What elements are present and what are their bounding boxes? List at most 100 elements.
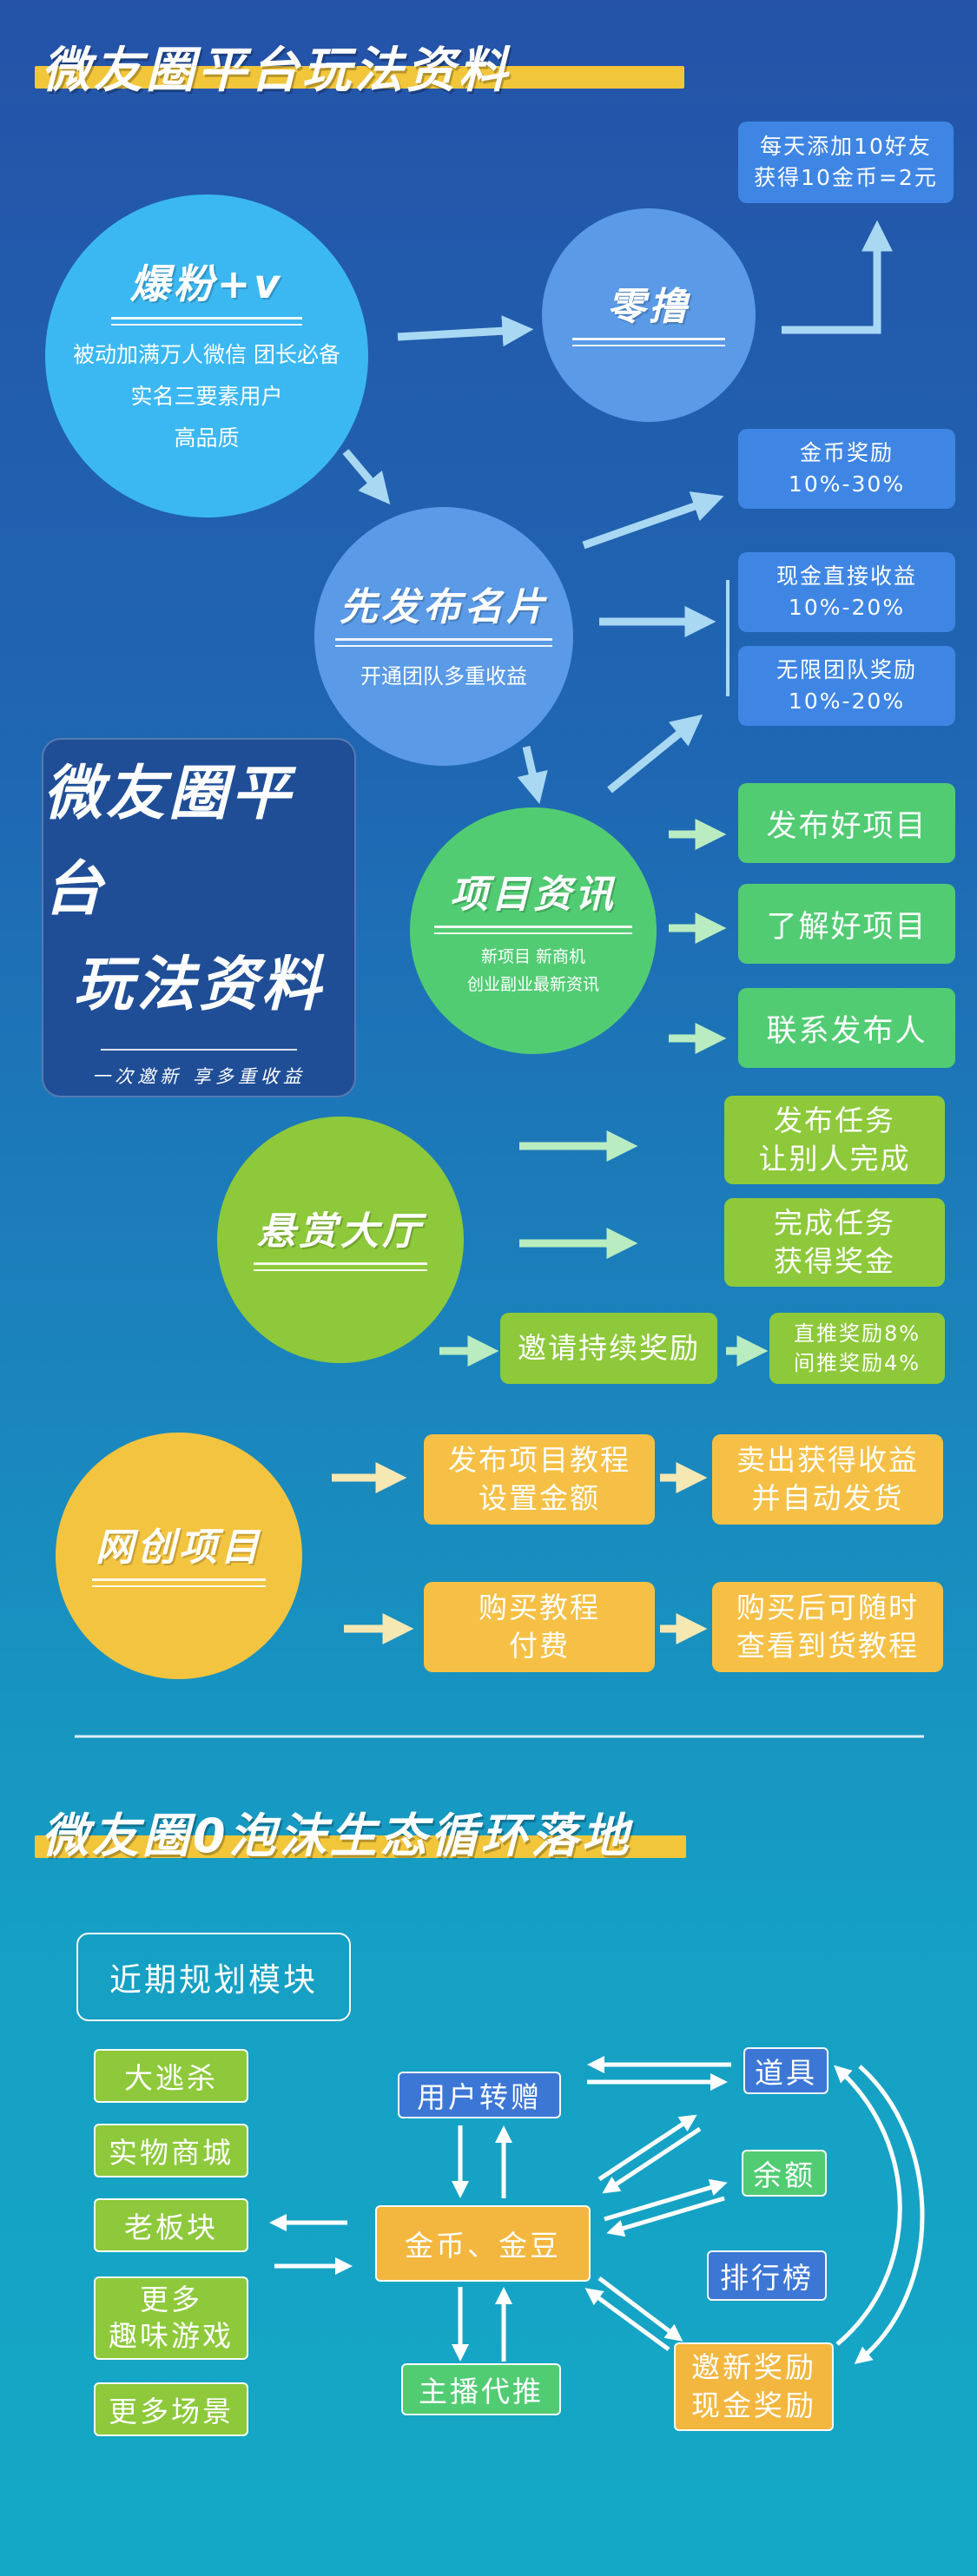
card-circle: 先发布名片 开通团队多重收益 — [314, 507, 573, 766]
eco-title: 微友圈0泡沫生态循环落地 — [42, 1808, 632, 1863]
news-line1: 新项目 新商机 — [480, 947, 586, 966]
module3-box: 老板块 — [94, 2198, 248, 2252]
zero-title: 零撸 — [607, 285, 690, 329]
reward-task2-box: 完成任务 获得奖金 — [724, 1198, 945, 1287]
eco-title-underline — [35, 1835, 686, 1858]
module4-box: 更多 趣味游戏 — [94, 2276, 248, 2360]
zero-reward-line2: 获得10金币=2元 — [754, 165, 938, 190]
module4-line2: 趣味游戏 — [109, 2319, 234, 2353]
web-d-line1: 购买后可随时 — [736, 1591, 919, 1624]
left-card-title-line2: 玩法资料 — [73, 951, 324, 1019]
reward-task2-line2: 获得奖金 — [774, 1244, 895, 1278]
module2-box: 实物商城 — [94, 2124, 248, 2177]
web-a-box: 发布项目教程 设置金额 — [424, 1434, 655, 1525]
card-title: 先发布名片 — [340, 585, 548, 629]
left-card-subtitle: 一次邀新 享多重收益 — [92, 1066, 306, 1087]
left-card-divider — [101, 1049, 297, 1051]
arrow-props-to-coins — [602, 2126, 702, 2194]
reward-invite-box: 邀请持续奖励 — [500, 1313, 717, 1384]
arrow-news-to-team — [607, 714, 703, 794]
reward-task1-line2: 让别人完成 — [758, 1142, 911, 1176]
invite-line1: 邀新奖励 — [691, 2350, 816, 2384]
left-title-card: 微友圈平台 玩法资料 一次邀新 享多重收益 — [42, 738, 356, 1097]
left-card-title-line1: 微友圈平台 — [43, 760, 294, 924]
reward-task1-box: 发布任务 让别人完成 — [724, 1096, 945, 1184]
news-line2: 创业副业最新资讯 — [466, 975, 599, 994]
ranking-box: 排行榜 — [707, 2250, 827, 2301]
props-box: 道具 — [743, 2047, 828, 2094]
web-c-line1: 购买教程 — [479, 1591, 600, 1624]
arrow-invite-to-coins — [584, 2288, 670, 2352]
transfer-box: 用户转赠 — [398, 2072, 561, 2118]
news-item2-box: 了解好项目 — [738, 884, 955, 964]
invite-box: 邀新奖励 现金奖励 — [674, 2342, 834, 2431]
reward-circle: 悬赏大厅 — [217, 1117, 464, 1363]
news-item1-box: 发布好项目 — [738, 783, 955, 863]
plan-box: 近期规划模块 — [76, 1933, 351, 2021]
arrow-card-to-gold — [582, 491, 724, 550]
module4-line1: 更多 — [140, 2283, 202, 2316]
zero-title-underline — [572, 338, 725, 346]
fans-circle: 爆粉+v 被动加满万人微信 团长必备 实名三要素用户 高品质 — [45, 194, 368, 517]
fans-line2: 实名三要素用户 — [130, 384, 283, 409]
arrow-fans-to-zero — [397, 315, 534, 347]
card-subtitle: 开通团队多重收益 — [360, 664, 527, 688]
gold-reward-line2: 10%-30% — [788, 471, 906, 497]
reward-title: 悬赏大厅 — [257, 1209, 424, 1254]
web-c-line2: 付费 — [509, 1629, 570, 1663]
web-d-box: 购买后可随时 查看到货教程 — [712, 1582, 943, 1672]
page-title: 微友圈平台玩法资料 — [42, 43, 511, 99]
web-title: 网创项目 — [96, 1525, 262, 1570]
coins-box: 金币、金豆 — [375, 2205, 591, 2282]
web-c-box: 购买教程 付费 — [424, 1582, 655, 1672]
reward-rate-box: 直推奖励8% 间推奖励4% — [769, 1313, 945, 1384]
web-circle: 网创项目 — [56, 1433, 302, 1679]
team-reward-line1: 无限团队奖励 — [776, 657, 917, 682]
team-reward-line2: 10%-20% — [788, 688, 906, 714]
zero-reward-line1: 每天添加10好友 — [760, 134, 932, 159]
web-title-underline — [92, 1578, 266, 1587]
card-title-underline — [335, 638, 552, 647]
fans-title-underline — [111, 317, 302, 326]
fans-title: 爆粉+v — [129, 260, 284, 307]
cash-reward-line1: 现金直接收益 — [776, 563, 917, 589]
arrow-balance-to-coins — [606, 2196, 725, 2237]
web-a-line1: 发布项目教程 — [448, 1443, 630, 1477]
reward-title-underline — [254, 1262, 427, 1271]
arrow-coins-to-invite — [597, 2276, 683, 2342]
balance-box: 余额 — [742, 2150, 827, 2197]
streamer-box: 主播代推 — [401, 2363, 561, 2415]
header-title-underline — [35, 66, 684, 89]
arrow-fans-to-card — [342, 449, 391, 505]
module1-box: 大逃杀 — [94, 2049, 248, 2103]
arrow-card-to-news — [517, 745, 548, 805]
reward-rate-line2: 间推奖励4% — [793, 1351, 921, 1375]
zero-reward-box: 每天添加10好友 获得10金币=2元 — [738, 122, 954, 203]
arrow-props-to-invite-curve — [854, 2065, 925, 2365]
gold-reward-line1: 金币奖励 — [799, 440, 894, 465]
invite-line2: 现金奖励 — [691, 2388, 816, 2422]
fans-line3: 高品质 — [174, 425, 240, 451]
arrow-coins-to-props — [597, 2114, 697, 2182]
web-d-line2: 查看到货教程 — [736, 1629, 919, 1663]
arrow-zero-to-reward — [782, 220, 893, 334]
arrow-invite-to-props-curve — [834, 2065, 902, 2346]
gold-reward-box: 金币奖励 10%-30% — [738, 429, 955, 509]
zero-circle: 零撸 — [542, 208, 756, 422]
news-circle: 项目资讯 新项目 新商机 创业副业最新资讯 — [410, 807, 657, 1054]
news-title-underline — [434, 926, 632, 934]
fans-line1: 被动加满万人微信 团长必备 — [73, 342, 340, 367]
reward-task1-line1: 发布任务 — [774, 1104, 895, 1137]
reward-rate-line1: 直推奖励8% — [793, 1321, 921, 1346]
news-title: 项目资讯 — [450, 873, 617, 917]
news-item3-box: 联系发布人 — [738, 988, 955, 1068]
reward-task2-line1: 完成任务 — [774, 1206, 895, 1240]
arrow-coins-to-balance — [604, 2178, 728, 2222]
cash-reward-box: 现金直接收益 10%-20% — [738, 552, 955, 632]
web-b-line1: 卖出获得收益 — [736, 1443, 919, 1477]
module5-box: 更多场景 — [94, 2382, 248, 2436]
cash-reward-line2: 10%-20% — [788, 595, 906, 620]
web-b-line2: 并自动发货 — [751, 1481, 904, 1515]
team-reward-box: 无限团队奖励 10%-20% — [738, 646, 955, 726]
